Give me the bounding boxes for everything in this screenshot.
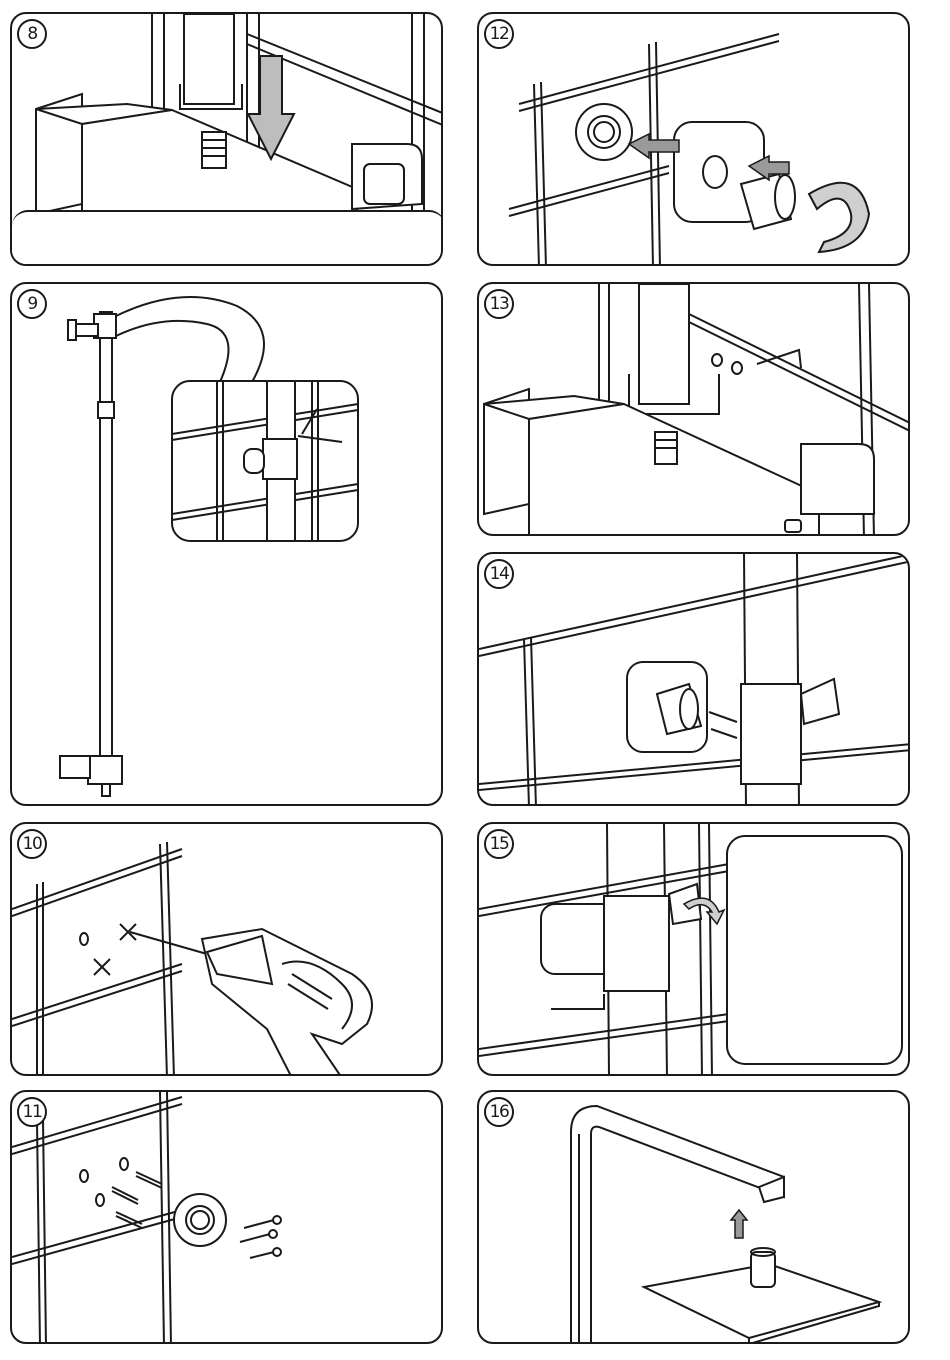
mark-x-icon bbox=[94, 959, 110, 975]
panel-step-10: 10 bbox=[10, 822, 443, 1076]
step-number-9: 9 bbox=[17, 289, 47, 319]
step-15-illustration bbox=[479, 824, 910, 1076]
rotate-icon bbox=[809, 183, 869, 252]
step-number-16: 16 bbox=[484, 1097, 514, 1127]
step-9-illustration bbox=[12, 284, 443, 806]
panel-step-14: 14 bbox=[477, 552, 910, 806]
step-number-14: 14 bbox=[484, 559, 514, 589]
panel-step-12: 12 bbox=[477, 12, 910, 266]
step-15-detail-box bbox=[727, 836, 902, 1064]
up-arrow-icon bbox=[731, 1210, 747, 1238]
step-number-13: 13 bbox=[484, 289, 514, 319]
step-8-caption-box bbox=[12, 210, 443, 266]
step-13-illustration bbox=[479, 284, 910, 536]
step-10-illustration bbox=[12, 824, 443, 1076]
step-16-illustration bbox=[479, 1092, 910, 1344]
step-number-15: 15 bbox=[484, 829, 514, 859]
panel-step-13: 13 bbox=[477, 282, 910, 536]
step-number-12: 12 bbox=[484, 19, 514, 49]
step-number-11: 11 bbox=[17, 1097, 47, 1127]
panel-step-15: 15 bbox=[477, 822, 910, 1076]
panel-step-8: 8 bbox=[10, 12, 443, 266]
step-11-illustration bbox=[12, 1092, 443, 1344]
panel-step-11: 11 bbox=[10, 1090, 443, 1344]
down-arrow-icon bbox=[248, 56, 294, 159]
panel-step-16: 16 bbox=[477, 1090, 910, 1344]
step-12-illustration bbox=[479, 14, 910, 266]
step-number-8: 8 bbox=[17, 19, 47, 49]
panel-step-9: 9 bbox=[10, 282, 443, 806]
step-14-illustration bbox=[479, 554, 910, 806]
left-arrow-icon bbox=[629, 134, 679, 158]
step-number-10: 10 bbox=[17, 829, 47, 859]
